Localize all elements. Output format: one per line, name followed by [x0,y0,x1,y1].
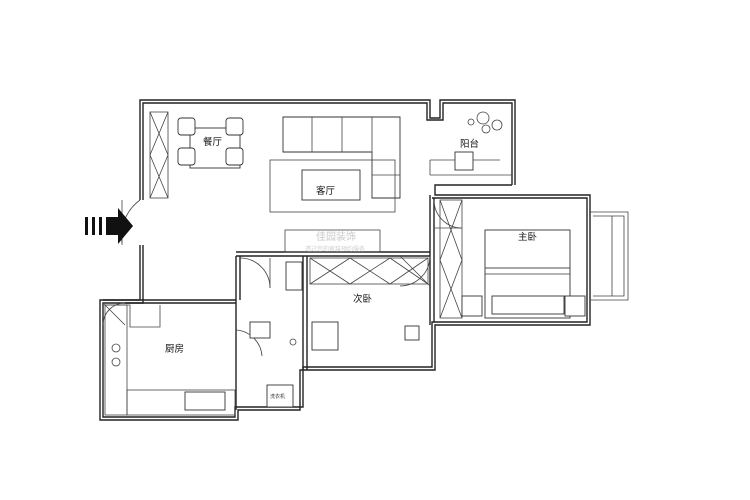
pillows [491,295,565,315]
washer [454,151,474,171]
room-label-second-bedroom: 次卧 [353,293,373,305]
nightstand [461,295,483,317]
coffee-table [301,169,361,201]
room-label-living: 客厅 [316,185,336,197]
dining-area [149,111,244,199]
plant-icon [467,118,475,126]
toilet [249,321,271,339]
entrance-arrow-icon [85,208,133,244]
shower [285,261,303,291]
watermark-brand: 佳园装饰 [316,230,356,243]
plant-icon [476,111,490,125]
living-area [269,116,401,253]
watermark-tagline: 透过您的家装预约服务 [305,245,365,253]
room-label-balcony: 阳台 [460,138,479,150]
second-bedroom [309,257,429,351]
chair [177,147,196,166]
balcony-area [454,111,503,171]
room-label-dining: 餐厅 [203,136,223,148]
tv-cabinet [284,229,381,253]
plant-icon [491,119,503,131]
sink [184,391,226,411]
chair [177,117,196,136]
chair [404,325,420,341]
nightstand [564,295,586,317]
washer-label: 洗衣机 [270,393,285,400]
chair [225,147,244,166]
room-label-master-bedroom: 主卧 [518,231,538,243]
washer [266,384,294,408]
desk [311,321,339,351]
drain-icon [289,338,297,346]
chair [225,117,244,136]
stove-icon [111,343,121,353]
plant-icon [481,124,491,134]
kitchen [104,304,236,416]
bathroom [249,261,303,408]
master-bedroom [439,199,586,319]
stove-icon [111,357,121,367]
room-label-kitchen: 厨房 [165,343,184,355]
rug [269,159,396,213]
